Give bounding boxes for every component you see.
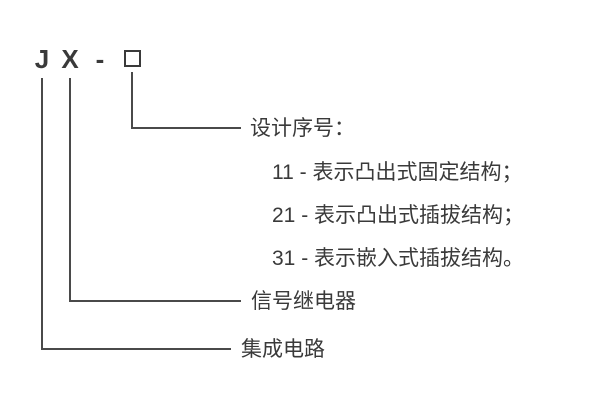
code-letter-j: J — [34, 44, 50, 74]
design-serial-title: 设计序号： — [250, 117, 355, 140]
placeholder-box-icon — [124, 50, 141, 67]
integrated-circuit-label: 集成电路 — [241, 338, 325, 361]
leader-hline-relay — [69, 300, 241, 302]
leader-vline-j — [41, 78, 43, 350]
leader-hline-design — [131, 127, 241, 129]
leader-vline-box — [131, 72, 133, 129]
signal-relay-label: 信号继电器 — [251, 290, 356, 313]
leader-vline-x — [69, 78, 71, 302]
design-item-21: 21 - 表示凸出式插拔结构； — [272, 204, 525, 227]
design-item-31: 31 - 表示嵌入式插拔结构。 — [272, 247, 525, 270]
code-letter-x: X — [61, 44, 79, 74]
leader-hline-circuit — [41, 348, 231, 350]
code-separator: - — [95, 44, 105, 74]
design-item-11: 11 - 表示凸出式固定结构； — [272, 161, 523, 184]
